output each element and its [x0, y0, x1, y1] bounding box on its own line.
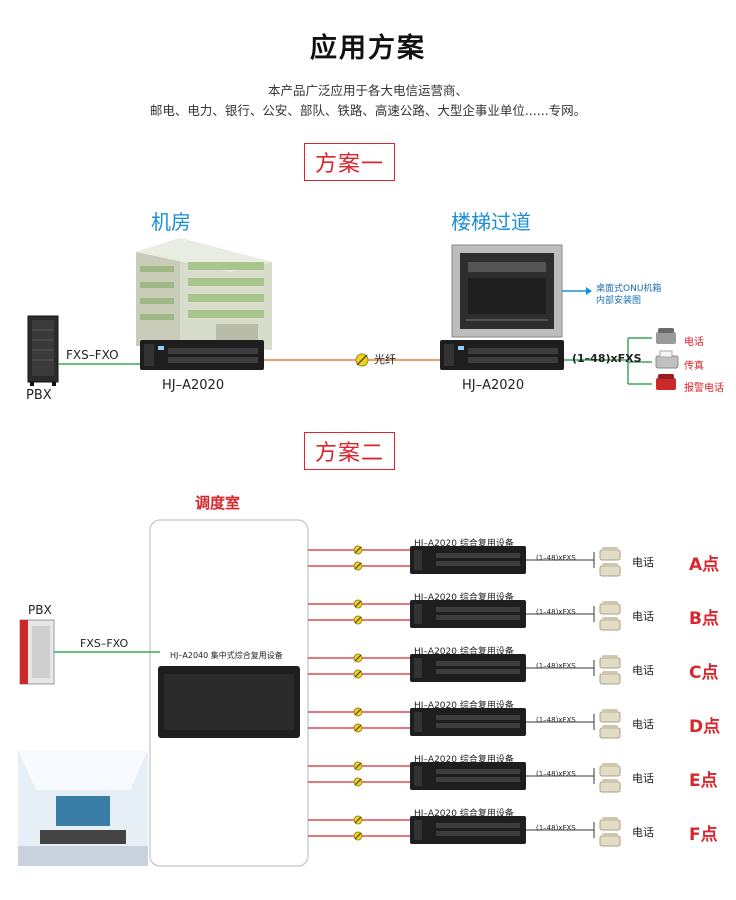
alarm-phone-icon [656, 374, 676, 390]
branch-point-label: F点 [689, 825, 718, 845]
telephone-icon [599, 671, 621, 685]
corridor-heading: 楼梯过道 [451, 210, 531, 234]
scheme1-fxs-fxo-label: FXS–FXO [66, 348, 119, 362]
branch-point-label: B点 [689, 609, 719, 629]
branch-device-label: HJ–A2020 综合复用设备 [414, 539, 514, 549]
branch-phone-label: 电话 [632, 718, 654, 731]
fiber-connector-icon [353, 815, 363, 825]
telephone-icon [599, 547, 621, 561]
branch-device [410, 816, 526, 844]
onu-note-line2: 内部安装图 [596, 296, 642, 306]
page-title: 应用方案 [310, 33, 426, 64]
telephone-icon [599, 833, 621, 847]
branch-device-label: HJ–A2020 综合复用设备 [414, 593, 514, 603]
telephone-icon [599, 655, 621, 669]
branch-fxs-label: (1–48)xFXS [536, 554, 576, 562]
branch-fxs-label: (1–48)xFXS [536, 662, 576, 670]
branch-fxs-label: (1–48)xFXS [536, 608, 576, 616]
scheme1-device-right-label: HJ–A2020 [462, 378, 525, 393]
scheme1-pbx-label: PBX [26, 388, 52, 403]
branch-point-label: D点 [689, 717, 721, 737]
machine-room-heading: 机房 [151, 210, 191, 234]
fiber-connector-icon [353, 761, 363, 771]
central-device-label: HJ–A2040 集中式综合复用设备 [170, 651, 283, 660]
branch-phone-label: 电话 [632, 664, 654, 677]
scheme1-device-left-label: HJ–A2020 [162, 378, 225, 393]
office-room-image [18, 750, 148, 866]
building-icon [136, 238, 272, 350]
branch-device [410, 708, 526, 736]
fiber-connector-icon [353, 653, 363, 663]
branch-phone-label: 电话 [632, 772, 654, 785]
scheme2-pbx-label: PBX [28, 603, 52, 617]
branch-phone-label: 电话 [632, 826, 654, 839]
branch-device-label: HJ–A2020 综合复用设备 [414, 647, 514, 657]
branch-device [410, 600, 526, 628]
branch-device-label: HJ–A2020 综合复用设备 [414, 755, 514, 765]
scheme1-fxs-count: (1–48)xFXS [572, 352, 642, 365]
branch-fxs-label: (1–48)xFXS [536, 770, 576, 778]
terminal-fax-label: 传真 [684, 361, 704, 372]
telephone-icon [599, 709, 621, 723]
telephone-icon [599, 779, 621, 793]
branch-fxs-label: (1–48)xFXS [536, 824, 576, 832]
branch-device-label: HJ–A2020 综合复用设备 [414, 701, 514, 711]
fiber-connector-icon [353, 599, 363, 609]
device-left [140, 340, 264, 370]
fiber-connector-icon [353, 615, 363, 625]
scheme2-fxs-fxo-label: FXS–FXO [80, 637, 129, 650]
branch-point-label: A点 [689, 555, 720, 575]
scheme1-label: 方案一 [304, 143, 396, 181]
intro-line-1: 本产品广泛应用于各大电信运营商、 [267, 83, 468, 98]
scheme2-diagram [18, 519, 621, 867]
telephone-icon [599, 817, 621, 831]
telephone-icon [599, 725, 621, 739]
pbx-cabinet-icon [19, 619, 55, 685]
scheme2-label: 方案二 [304, 432, 396, 470]
branch-device [410, 654, 526, 682]
telephone-icon [599, 563, 621, 577]
branch-device-label: HJ–A2020 综合复用设备 [414, 809, 514, 819]
branch-phone-label: 电话 [632, 556, 654, 569]
branch-point-label: C点 [689, 663, 719, 683]
fiber-connector-icon [353, 545, 363, 555]
scheme1-diagram [27, 238, 679, 390]
telephone-icon [656, 328, 676, 344]
fiber-connector-icon [353, 707, 363, 717]
branch-fxs-label: (1–48)xFXS [536, 716, 576, 724]
branch-phone-label: 电话 [632, 610, 654, 623]
intro-line-2: 邮电、电力、银行、公安、部队、铁路、高速公路、大型企事业单位......专网。 [149, 103, 587, 118]
onu-cabinet-image [451, 244, 563, 338]
server-rack-icon [27, 315, 59, 386]
fiber-connector-icon [353, 723, 363, 733]
telephone-icon [599, 763, 621, 777]
fiber-connector-icon [355, 353, 369, 367]
fiber-label: 光纤 [374, 353, 396, 366]
dispatch-room-heading: 调度室 [195, 494, 241, 512]
central-device [158, 666, 300, 738]
branch-device [410, 762, 526, 790]
fiber-connector-icon [353, 777, 363, 787]
fiber-connector-icon [353, 561, 363, 571]
fax-icon [655, 350, 679, 369]
fiber-connector-icon [353, 669, 363, 679]
telephone-icon [599, 601, 621, 615]
branch-point-label: E点 [689, 771, 718, 791]
terminal-alarm-label: 报警电话 [684, 383, 724, 394]
onu-note-line1: 桌面式ONU机箱 [596, 284, 662, 294]
branch-device [410, 546, 526, 574]
terminal-phone-label: 电话 [684, 337, 704, 348]
fiber-connector-icon [353, 831, 363, 841]
telephone-icon [599, 617, 621, 631]
device-right [440, 340, 564, 370]
